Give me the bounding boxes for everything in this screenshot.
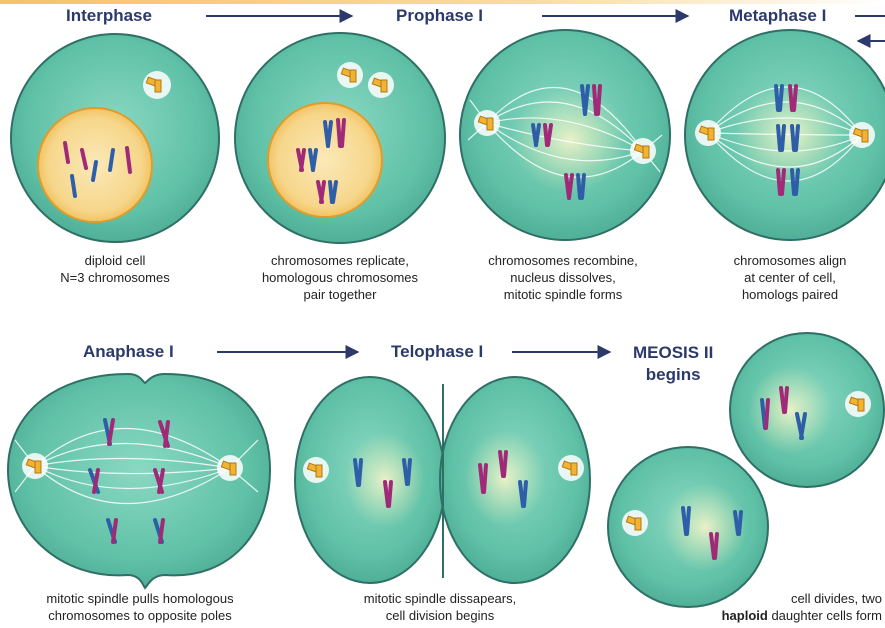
- prophase1-cell: [235, 33, 445, 243]
- caption-line: cell division begins: [330, 607, 550, 624]
- meiosis2-cell-upper: [730, 333, 884, 487]
- metaphase1-caption: chromosomes align at center of cell, hom…: [700, 252, 880, 303]
- centrosome-icon: [337, 62, 363, 88]
- prophase1-caption: chromosomes replicate, homologous chromo…: [235, 252, 445, 303]
- centrosome-icon: [695, 120, 721, 146]
- metaphase1-cell: [685, 30, 885, 240]
- caption-line: at center of cell,: [700, 269, 880, 286]
- caption-line: chromosomes recombine,: [458, 252, 668, 269]
- caption-line: mitotic spindle forms: [458, 286, 668, 303]
- haploid-bold: haploid: [722, 608, 768, 623]
- caption-line: nucleus dissolves,: [458, 269, 668, 286]
- centrosome-icon: [474, 110, 500, 136]
- prophase1-title: Prophase I: [396, 6, 483, 26]
- metaphase1-title: Metaphase I: [729, 6, 826, 26]
- caption-line: chromosomes align: [700, 252, 880, 269]
- centrosome-icon: [558, 455, 584, 481]
- caption-line: mitotic spindle pulls homologous: [0, 590, 280, 607]
- centrosome-icon: [303, 457, 329, 483]
- caption-line: pair together: [235, 286, 445, 303]
- interphase-cell: [11, 34, 219, 242]
- meiosis2-caption: cell divides, two haploid daughter cells…: [625, 590, 882, 624]
- caption-line: mitotic spindle dissapears,: [330, 590, 550, 607]
- caption-rest: daughter cells form: [768, 608, 882, 623]
- caption-line: homologs paired: [700, 286, 880, 303]
- centrosome-icon: [845, 391, 871, 417]
- meiosis2-title: MEOSIS II begins: [633, 342, 713, 386]
- caption-line: homologous chromosomes: [235, 269, 445, 286]
- prophase1-recombine-caption: chromosomes recombine, nucleus dissolves…: [458, 252, 668, 303]
- interphase-title: Interphase: [66, 6, 152, 26]
- meiosis2-title-line2: begins: [633, 364, 713, 386]
- telophase1-cell: [295, 377, 590, 583]
- caption-line: N=3 chromosomes: [35, 269, 195, 286]
- caption-line: chromosomes replicate,: [235, 252, 445, 269]
- centrosome-icon: [849, 122, 875, 148]
- interphase-caption: diploid cell N=3 chromosomes: [35, 252, 195, 286]
- anaphase1-title: Anaphase I: [83, 342, 174, 362]
- centrosome-icon: [622, 510, 648, 536]
- centrosome-icon: [22, 453, 48, 479]
- caption-line: diploid cell: [35, 252, 195, 269]
- centrosome-icon: [217, 455, 243, 481]
- centrosome-icon: [368, 72, 394, 98]
- centrosome-icon: [630, 138, 656, 164]
- anaphase1-caption: mitotic spindle pulls homologous chromos…: [0, 590, 280, 624]
- caption-line: chromosomes to opposite poles: [0, 607, 280, 624]
- meiosis2-title-line1: MEOSIS II: [633, 342, 713, 364]
- meiosis2-cell-lower: [608, 447, 768, 607]
- prophase1-recombine-cell: [460, 30, 670, 240]
- anaphase1-cell: [8, 374, 270, 588]
- telophase1-title: Telophase I: [391, 342, 483, 362]
- caption-line: cell divides, two: [625, 590, 882, 607]
- centrosome-icon: [143, 71, 171, 99]
- telophase1-caption: mitotic spindle dissapears, cell divisio…: [330, 590, 550, 624]
- caption-line-2: haploid daughter cells form: [625, 607, 882, 624]
